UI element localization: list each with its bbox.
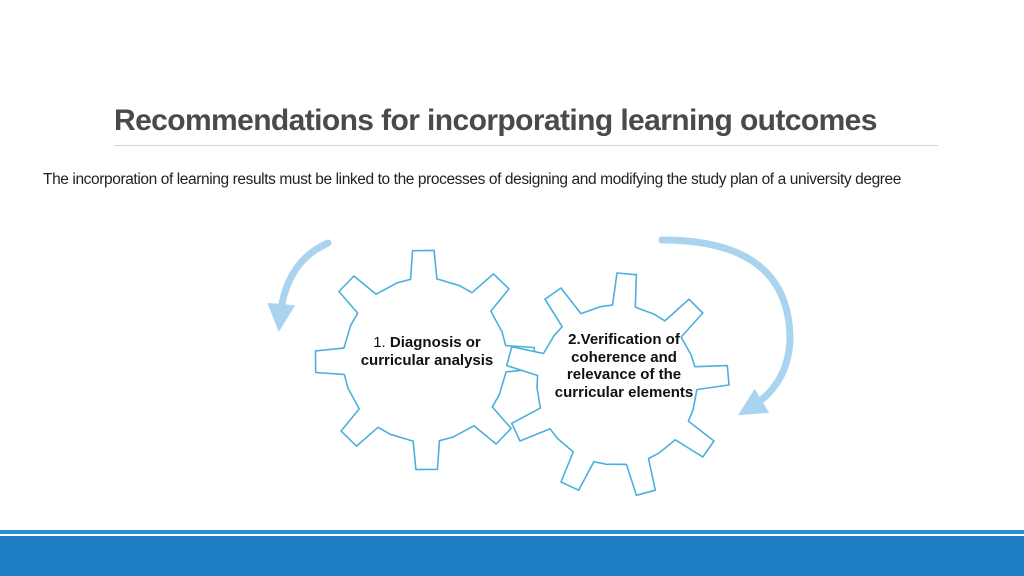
gear-1-number: 1.: [373, 334, 386, 351]
title-divider: [114, 145, 938, 146]
gear-icon: [505, 272, 730, 497]
footer-band: [0, 536, 1024, 576]
gear-2-label: 2.Verification of coherence and relevanc…: [554, 331, 694, 401]
footer-accent-line: [0, 530, 1024, 536]
gear-icon: [314, 249, 536, 471]
footer-gap: [0, 534, 1024, 536]
right-cycle-arrow-icon: [658, 236, 794, 416]
left-cycle-arrow-icon: [267, 239, 332, 332]
slide-title: Recommendations for incorporating learni…: [114, 104, 877, 137]
gear-1-text: Diagnosis or curricular analysis: [360, 334, 494, 369]
slide-subtitle: The incorporation of learning results mu…: [43, 171, 901, 188]
gear-1-label: 1. Diagnosis or curricular analysis: [352, 334, 502, 369]
